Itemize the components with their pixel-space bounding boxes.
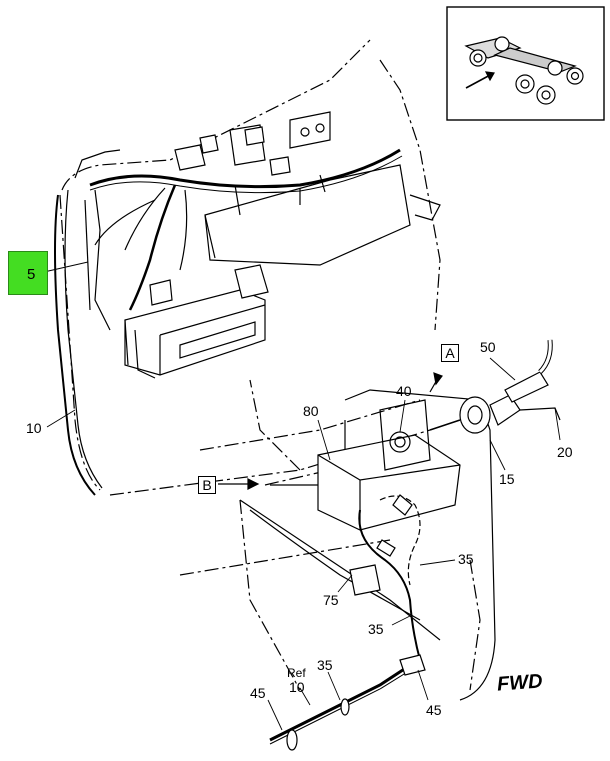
fwd-label: FWD [496, 670, 544, 696]
leader-lines [43, 261, 561, 731]
ref-label-45: 45 [250, 685, 266, 701]
upper-panel [174, 111, 441, 266]
callout-label-5: 5 [27, 266, 36, 283]
view-marker-a: A [441, 344, 459, 362]
highlight-callout-5[interactable]: 5 [8, 251, 48, 295]
ref-label-ref: Ref [287, 666, 306, 680]
lower-module [317, 399, 461, 531]
ref-label-35: 35 [368, 621, 384, 637]
vehicle-locator-icon [464, 36, 584, 105]
direction-arrow-icon: FWD [496, 670, 543, 696]
connector-assembly [429, 339, 561, 434]
ref-label-35: 35 [458, 551, 474, 567]
lower-body [179, 469, 481, 691]
ref-label-15: 15 [499, 471, 515, 487]
ref-label-10: 10 [289, 679, 305, 695]
door-frame [54, 194, 96, 496]
ref-label-35: 35 [317, 657, 333, 673]
ref-label-50: 50 [480, 339, 496, 355]
ref-label-10: 10 [26, 420, 42, 436]
control-module [124, 264, 269, 379]
ref-label-40: 40 [396, 383, 412, 399]
lower-cable [269, 660, 416, 742]
ref-label-75: 75 [323, 592, 339, 608]
view-marker-b: B [198, 476, 216, 494]
harness-main [89, 148, 401, 189]
ref-label-20: 20 [557, 444, 573, 460]
ref-label-80: 80 [303, 403, 319, 419]
ref-label-45: 45 [426, 702, 442, 718]
locator-inset-frame [446, 6, 605, 121]
